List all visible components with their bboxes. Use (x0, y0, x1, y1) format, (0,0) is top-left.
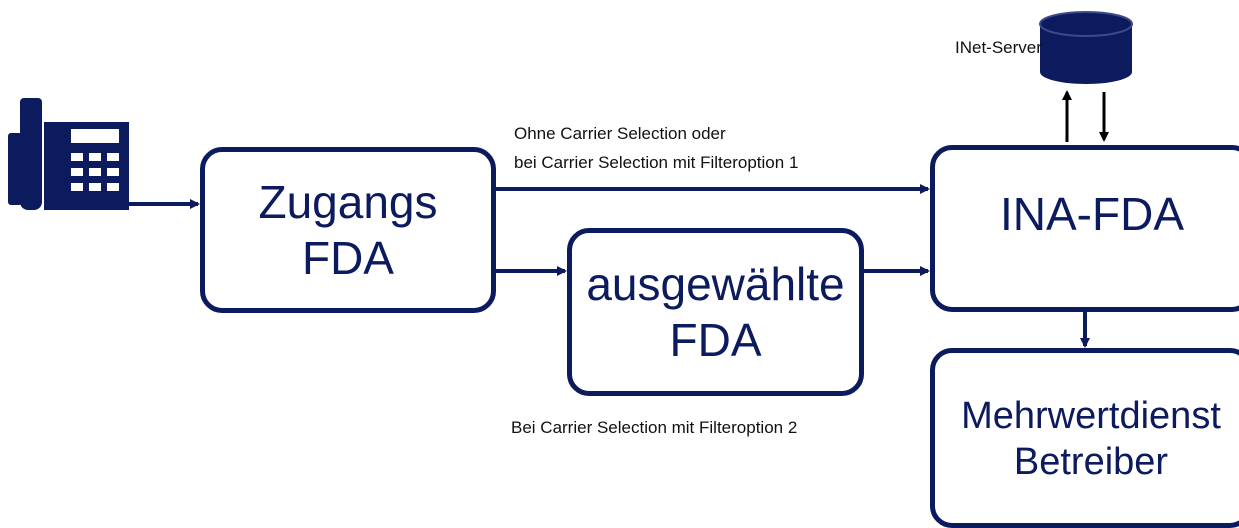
direct-path-label-line1: Ohne Carrier Selection oder (514, 124, 726, 143)
desk-phone-icon (8, 98, 129, 210)
server-label: INet-Server (955, 38, 1042, 57)
node-ina-fda: INA-FDA (930, 145, 1239, 312)
node-ausgewaehlte-fda-line2: FDA (669, 314, 762, 366)
node-mehrwertdienst-line1: Mehrwertdienst (961, 395, 1221, 437)
node-zugangs-fda-line2: FDA (301, 232, 394, 284)
node-mehrwertdienst-betreiber: Mehrwertdienst Betreiber (930, 348, 1239, 528)
node-mehrwertdienst-line2: Betreiber (1013, 441, 1169, 484)
node-ausgewaehlte-fda: ausgewählte FDA (567, 228, 864, 396)
selected-path-label: Bei Carrier Selection mit Filteroption 2 (511, 418, 798, 437)
node-zugangs-fda-line1: Zugangs (258, 175, 438, 228)
node-ausgewaehlte-fda-line1: ausgewählte (586, 257, 845, 310)
node-ina-fda-line1: INA-FDA (1000, 188, 1184, 240)
database-cylinder-icon (1039, 11, 1133, 84)
flow-diagram (8, 11, 1133, 348)
node-zugangs-fda: Zugangs FDA (200, 147, 496, 313)
direct-path-label-line2: bei Carrier Selection mit Filteroption 1 (514, 153, 799, 172)
